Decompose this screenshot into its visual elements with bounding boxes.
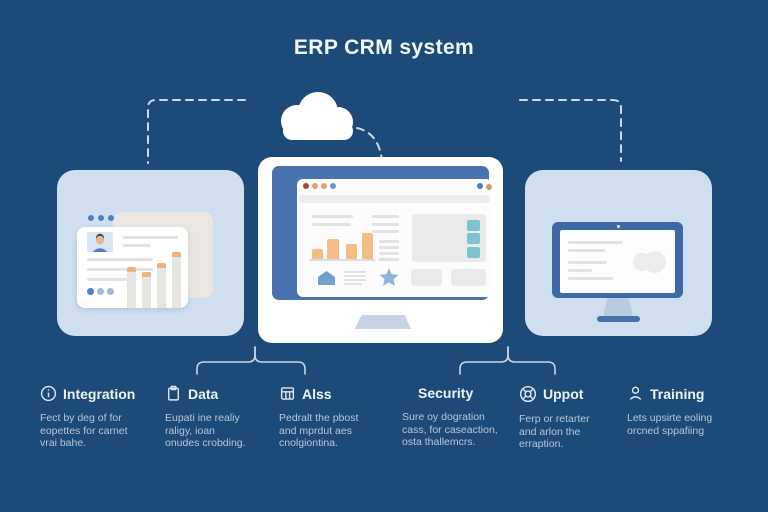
avatar <box>87 232 113 252</box>
chart-bar <box>142 272 151 308</box>
window-dot <box>330 183 336 189</box>
feature-training: Training Lets upsirte eoling orcned sppa… <box>627 385 729 437</box>
feature-description: Ferp or retarter and arlon the erraption… <box>519 413 590 451</box>
widget-card <box>451 269 486 286</box>
window-dot <box>312 183 318 189</box>
dashed-connector-cloud <box>356 127 383 162</box>
teal-tile <box>467 220 480 231</box>
text-line <box>344 271 366 273</box>
star-icon <box>379 268 399 286</box>
feature-label: Alss <box>302 385 332 402</box>
window-dot <box>321 183 327 189</box>
text-line <box>123 236 178 239</box>
feature-description: Pedralt the pbost and mprdut aes cnolgio… <box>279 412 359 450</box>
text-line <box>87 278 137 281</box>
chart-bar <box>172 252 181 308</box>
feature-alss: Alss Pedralt the pbost and mprdut aes cn… <box>279 385 363 450</box>
small-monitor-stand <box>603 298 633 317</box>
chart-bar <box>312 249 323 259</box>
feature-integration: Integration Fect by deg of for eopettes … <box>40 385 152 450</box>
text-line <box>568 261 607 264</box>
window-dot <box>303 183 309 189</box>
feature-label: Training <box>650 385 705 402</box>
text-line <box>372 215 399 218</box>
text-line <box>379 252 399 255</box>
bullet-dot <box>98 215 104 221</box>
widget-card <box>411 269 442 286</box>
window-dot <box>477 183 483 189</box>
browser-window <box>297 179 492 297</box>
bullet-dot <box>88 215 94 221</box>
toolbar-bar <box>299 195 490 203</box>
text-line <box>123 244 151 247</box>
small-monitor-base <box>597 316 640 322</box>
text-line <box>344 275 366 277</box>
feature-security: Security Sure oy dogration cass, for cas… <box>402 385 502 449</box>
small-monitor-screen <box>560 230 675 293</box>
clipboard-icon <box>165 385 182 402</box>
person-icon <box>627 385 644 402</box>
feature-description: Fect by deg of for eopettes for carnet v… <box>40 412 128 450</box>
chart-bar <box>346 244 357 259</box>
bracket-left <box>254 346 306 375</box>
profile-card <box>77 227 188 308</box>
profile-card-panel <box>57 170 244 336</box>
feature-description: Eupati ine realiy raligy, ioan onudes cr… <box>165 412 246 450</box>
text-line <box>568 249 605 252</box>
dashboard-monitor <box>258 157 503 343</box>
text-line <box>372 230 399 233</box>
page-title: ERP CRM system <box>293 36 475 59</box>
feature-label: Integration <box>63 385 136 402</box>
text-line <box>344 279 366 281</box>
bullet-dot <box>108 215 114 221</box>
monitor-screen <box>272 166 492 300</box>
bullet-dot <box>87 288 94 295</box>
monitor-base <box>343 329 423 341</box>
teal-tile <box>467 233 480 244</box>
feature-description: Lets upsirte eoling orcned sppafiing <box>627 412 713 437</box>
dashed-connector-left <box>147 99 246 164</box>
feature-label: Data <box>188 385 219 402</box>
bracket-right <box>459 346 509 375</box>
bullet-dot <box>107 288 114 295</box>
home-icon <box>318 271 335 285</box>
feature-description: Sure oy dogration cass, for caseaction, … <box>402 411 498 449</box>
bracket-right <box>507 346 556 375</box>
text-line <box>312 215 353 218</box>
text-line <box>568 277 613 280</box>
feature-data: Data Eupati ine realiy raligy, ioan onud… <box>165 385 250 450</box>
text-line <box>568 269 592 272</box>
text-line <box>379 240 399 243</box>
placeholder-circle <box>644 251 666 273</box>
feature-label: Uppot <box>543 386 584 402</box>
cloud-icon <box>281 92 353 140</box>
desktop-monitor-panel <box>525 170 712 336</box>
chart-bar <box>327 239 339 259</box>
lifebuoy-icon <box>519 385 537 403</box>
camera-dot <box>617 225 620 228</box>
feature-uppot: Uppot Ferp or retarter and arlon the err… <box>519 385 611 451</box>
chart-bar <box>127 267 136 308</box>
spreadsheet-icon <box>279 385 296 402</box>
teal-tile <box>467 247 480 258</box>
bullet-dot <box>97 288 104 295</box>
text-line <box>312 223 351 226</box>
monitor-stand <box>353 315 413 333</box>
dashed-connector-right <box>519 99 622 162</box>
chart-axis <box>309 259 375 261</box>
text-line <box>344 283 362 285</box>
text-line <box>379 258 399 261</box>
text-line <box>87 268 153 271</box>
text-line <box>87 258 153 261</box>
info-circle-icon <box>40 385 57 402</box>
chart-bar <box>157 263 166 308</box>
window-dot <box>486 184 492 190</box>
text-line <box>568 241 623 244</box>
feature-label: Security <box>418 385 474 401</box>
text-line <box>372 223 399 226</box>
chart-bar <box>362 233 373 259</box>
bracket-left <box>196 346 256 375</box>
text-line <box>379 246 399 249</box>
